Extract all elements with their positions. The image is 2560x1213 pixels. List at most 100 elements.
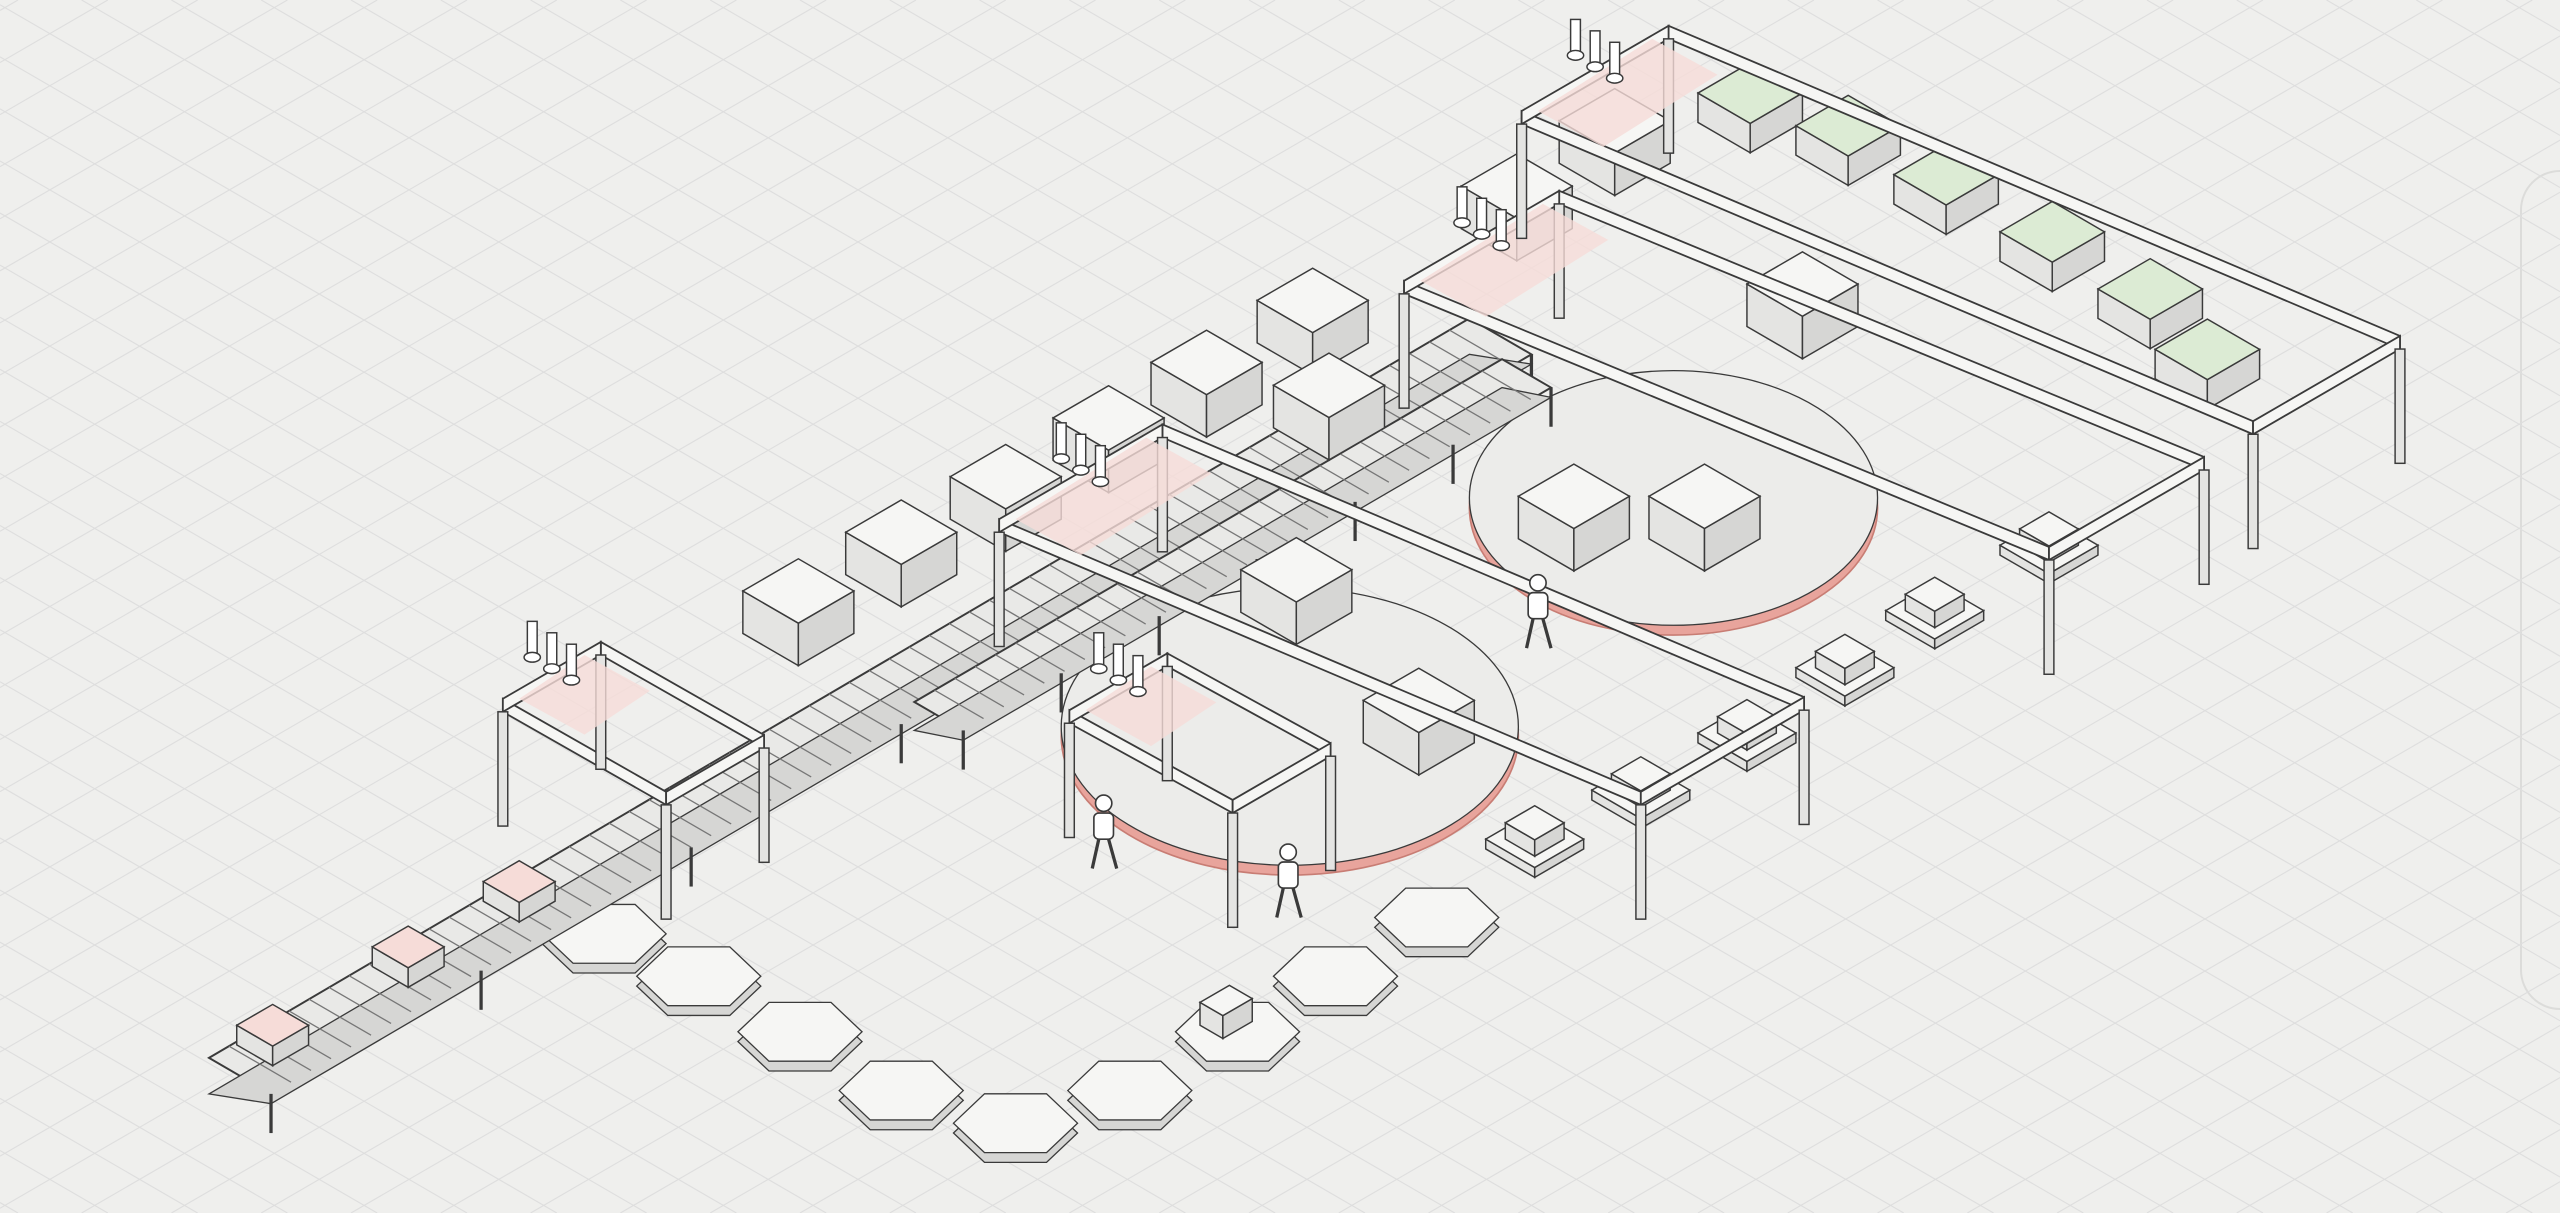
grid-line bbox=[1158, 0, 2560, 813]
grid-line bbox=[2056, 0, 2560, 293]
gantry-tool-plate bbox=[1537, 38, 1718, 147]
roller bbox=[1319, 464, 1369, 495]
gantry-leg bbox=[660, 804, 672, 920]
grid-line bbox=[0, 0, 1545, 897]
grid-line bbox=[0, 0, 1096, 636]
grid-line bbox=[1518, 608, 2560, 1213]
grid-line bbox=[0, 0, 647, 376]
green-crate bbox=[2096, 257, 2204, 350]
crate bbox=[1255, 267, 1370, 377]
actuator-head bbox=[1109, 674, 1128, 686]
actuator-head bbox=[1566, 49, 1585, 61]
gantry-tool-plate bbox=[1420, 203, 1609, 317]
actuator-head bbox=[1071, 464, 1090, 476]
roller bbox=[1197, 535, 1248, 566]
stepped-platform bbox=[1814, 633, 1876, 687]
product-item bbox=[370, 925, 446, 989]
roller bbox=[1461, 382, 1511, 412]
actuator-head bbox=[1586, 61, 1604, 73]
worker-legs bbox=[1524, 618, 1553, 649]
roller bbox=[974, 665, 1025, 696]
roller bbox=[1035, 630, 1086, 661]
box-top bbox=[2096, 257, 2204, 321]
actuator-head bbox=[1492, 239, 1511, 252]
roller bbox=[348, 975, 412, 1013]
grid-line bbox=[0, 0, 917, 532]
box-top bbox=[235, 1003, 311, 1047]
grid-line bbox=[0, 0, 827, 480]
grid-line bbox=[1787, 0, 2560, 449]
green-crate bbox=[1696, 61, 1804, 155]
actuator-head bbox=[1091, 475, 1110, 488]
grid-line bbox=[0, 0, 1366, 793]
roller bbox=[548, 857, 612, 895]
roller bbox=[648, 799, 712, 837]
box-top bbox=[1516, 463, 1631, 530]
worker-body bbox=[1277, 861, 1299, 889]
crate bbox=[1239, 536, 1354, 646]
grid-line bbox=[1338, 504, 2560, 1213]
roller bbox=[1015, 642, 1065, 672]
roller bbox=[828, 693, 892, 731]
robot-cart bbox=[1198, 984, 1254, 1040]
box-top bbox=[1745, 251, 1860, 318]
actuator-head bbox=[1453, 217, 1471, 229]
grid-line bbox=[1877, 0, 2560, 397]
box-top bbox=[1198, 984, 1254, 1017]
gantry-frames bbox=[497, 18, 2406, 929]
grid-line bbox=[0, 1149, 109, 1213]
grid-line bbox=[1787, 764, 2560, 1213]
grid-line bbox=[2326, 1077, 2560, 1213]
gantry-leg bbox=[1516, 123, 1528, 240]
grid-line bbox=[0, 0, 288, 168]
crate bbox=[844, 499, 959, 609]
grid-line bbox=[0, 1202, 19, 1213]
hex-pad bbox=[1066, 1060, 1193, 1121]
roller bbox=[228, 1045, 292, 1083]
roller bbox=[808, 705, 872, 743]
grid-line bbox=[2236, 0, 2560, 188]
grid-line bbox=[0, 993, 378, 1213]
product-item bbox=[235, 1003, 311, 1067]
roller bbox=[1157, 559, 1207, 590]
box-top bbox=[481, 859, 557, 904]
roller bbox=[1238, 512, 1288, 542]
upper-conveyor-line bbox=[912, 358, 1553, 770]
worker bbox=[1090, 794, 1119, 869]
worker-head bbox=[1528, 573, 1547, 592]
grid-line bbox=[2505, 1181, 2560, 1213]
worker bbox=[1275, 843, 1303, 918]
gantry-leg bbox=[2247, 433, 2259, 550]
roller bbox=[1380, 429, 1430, 460]
grid-line bbox=[2416, 0, 2560, 84]
box-top bbox=[1503, 804, 1566, 841]
roller bbox=[1096, 595, 1146, 625]
roller bbox=[768, 728, 832, 766]
worker-body bbox=[1527, 591, 1549, 620]
box-top bbox=[1272, 352, 1386, 419]
grid-line bbox=[1967, 0, 2560, 345]
actuator-head bbox=[523, 651, 542, 663]
grid-line bbox=[0, 0, 109, 64]
actuator-head bbox=[1472, 228, 1491, 240]
gantry-leg bbox=[2394, 348, 2406, 465]
grid-line bbox=[0, 0, 1725, 1001]
roller bbox=[468, 904, 532, 942]
gantry-leg bbox=[2043, 559, 2055, 675]
roller bbox=[1440, 394, 1491, 424]
grid-line bbox=[0, 941, 468, 1213]
green-crate bbox=[1794, 94, 1902, 187]
roller bbox=[1258, 500, 1309, 531]
hex-pad-track bbox=[541, 511, 2100, 1164]
stepped-platform bbox=[1503, 804, 1566, 858]
roller bbox=[1217, 524, 1268, 554]
grid-line bbox=[2326, 0, 2560, 136]
gantry-leg bbox=[758, 747, 770, 864]
roller bbox=[588, 834, 652, 872]
grid-line bbox=[799, 191, 2560, 1213]
gantry-tool-plate bbox=[519, 654, 650, 735]
actuator-head bbox=[1605, 72, 1624, 84]
box-top bbox=[1255, 267, 1370, 334]
actuator-head bbox=[562, 674, 581, 686]
crate bbox=[1745, 251, 1860, 360]
